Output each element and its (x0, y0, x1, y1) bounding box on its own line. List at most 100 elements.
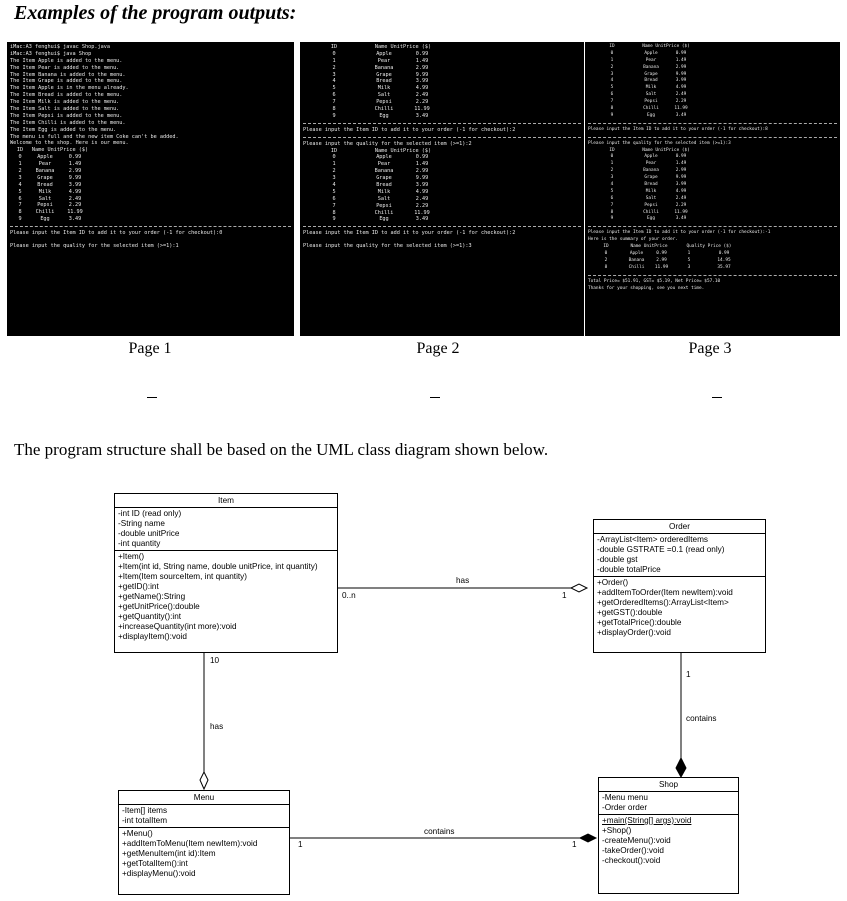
table-cell: 2 (610, 64, 614, 70)
table-cell: Apple (644, 154, 658, 160)
prompt-line: Please input the Item ID to add it to yo… (588, 230, 771, 236)
table-cell: Salt (645, 92, 657, 98)
table-cell: 4 (332, 182, 336, 189)
member-row: +getID():int (118, 582, 159, 591)
table-cell: Apple (37, 154, 53, 161)
table-cell: Grape (376, 175, 392, 182)
table-cell: 0.99 (675, 154, 687, 160)
member-row: +addItemToMenu(Item newItem):void (122, 839, 258, 848)
table-cell: 2.99 (415, 64, 429, 71)
table-cell: Banana (628, 257, 645, 263)
member-row: -double GSTRATE =0.1 (read only) (597, 545, 725, 554)
mult-item-order-item: 0..n (342, 591, 356, 600)
table-row: 9 Egg 3.49 (588, 216, 837, 223)
table-cell: 2.49 (68, 195, 82, 202)
class-attributes: -int ID (read only)-String name-double u… (115, 508, 337, 551)
member-row: +addItemToOrder(Item newItem):void (597, 588, 733, 597)
table-cell: 8 (610, 209, 614, 215)
table-cell: Egg (647, 216, 655, 222)
table-cell: 9 (610, 216, 614, 222)
table-cell: 6 (18, 195, 22, 202)
table-cell: 8 (604, 264, 608, 270)
table-cell: Pear (645, 57, 657, 63)
table-cell: Apple (644, 50, 658, 56)
table-cell: 6 (610, 195, 614, 201)
table-cell: Chilli (374, 209, 394, 216)
class-title: Menu (119, 791, 289, 805)
table-cell: 3.49 (68, 216, 82, 223)
member-row: -double totalPrice (597, 565, 661, 574)
table-cell: Pepsi (376, 99, 392, 106)
table-cell: Grape (644, 175, 658, 181)
table-cell: Chilli (628, 264, 645, 270)
table-cell: Bread (644, 182, 658, 188)
table-cell: Milk (377, 85, 391, 92)
table-cell: 0 (18, 154, 22, 161)
table-cell: 2.99 (656, 257, 667, 263)
member-row: +getGST():double (597, 608, 663, 617)
table-cell: 9.99 (675, 175, 687, 181)
table-cell: 2.29 (675, 202, 687, 208)
table-cell: 11.99 (674, 209, 688, 215)
mult-item-menu: 10 (210, 656, 220, 665)
uml-class-order: Order -ArrayList<Item> orderedItems-doub… (593, 519, 766, 653)
member-row: +Menu() (122, 829, 153, 838)
prompt-line: Please input the Item ID to add it to yo… (588, 126, 768, 132)
member-row: +getTotalPrice():double (597, 618, 682, 627)
class-methods: +Menu()+addItemToMenu(Item newItem):void… (119, 828, 289, 880)
member-row: +getName():String (118, 592, 186, 601)
terminal-line: Welcome to the shop. Here is our menu. (10, 140, 129, 147)
table-cell: Salt (645, 195, 657, 201)
table-cell: 1 (332, 161, 336, 168)
table-cell: 1 (332, 57, 336, 64)
table-cell: 2.49 (675, 195, 687, 201)
class-methods: +main(String[] args):void +Shop()-create… (599, 815, 738, 867)
table-cell: Chilli (643, 209, 659, 215)
member-row: +Item() (118, 552, 145, 561)
header-cell: Name UnitPrice ($) (31, 147, 89, 154)
table-cell: 3.49 (675, 112, 687, 118)
separator (588, 122, 837, 125)
table-cell: 2.99 (68, 168, 82, 175)
table-cell: 0.99 (415, 154, 429, 161)
table-cell: 7 (332, 202, 336, 209)
terminal-line: The Item Chilli is added to the menu. (10, 119, 126, 126)
table-cell: 9 (332, 216, 336, 223)
table-cell: 3.99 (68, 181, 82, 188)
terminal-line: iMac:A3 fenghui$ javac Shop.java (10, 44, 110, 50)
table-row: 6 Salt 2.49 (588, 196, 837, 203)
page-label-2: Page 2 (416, 340, 460, 357)
prompt-line: Please input the quality for the selecte… (10, 243, 179, 250)
table-cell: 7 (18, 202, 22, 209)
table-cell: Bread (644, 78, 658, 84)
table-cell: Bread (376, 182, 392, 189)
terminal-line: The Item Apple is in the menu already. (10, 85, 129, 92)
table-cell: 3.49 (675, 216, 687, 222)
assoc-label-order-shop: contains (686, 714, 717, 723)
table-cell: 9.99 (415, 71, 429, 78)
separator (588, 274, 837, 277)
table-cell: 3 (687, 264, 691, 270)
table-cell: Pepsi (376, 202, 392, 209)
table-cell: 4 (610, 78, 614, 84)
mult-menu-shop-shop: 1 (572, 840, 577, 849)
table-cell: Egg (647, 112, 655, 118)
table-cell: Banana (374, 64, 394, 71)
member-row: +getUnitPrice():double (118, 602, 200, 611)
class-attributes: -Item[] items-int totalItem (119, 805, 289, 828)
table-cell: 3 (18, 174, 22, 181)
